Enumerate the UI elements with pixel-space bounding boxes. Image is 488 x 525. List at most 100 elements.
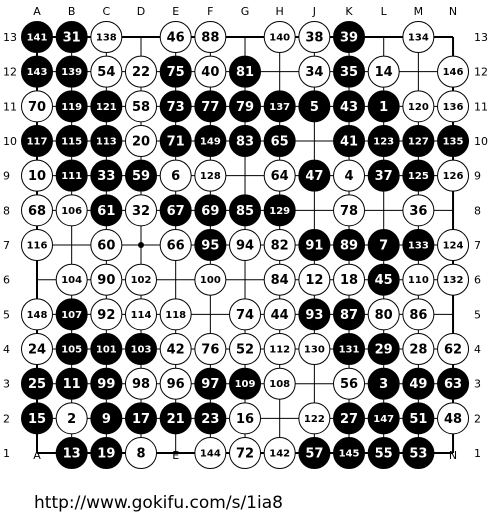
move-number: 63 (444, 377, 462, 392)
white-stone (125, 90, 158, 123)
column-label: K (345, 5, 353, 18)
white-stone (437, 333, 470, 366)
black-stone (333, 402, 366, 435)
move-number: 24 (28, 343, 46, 358)
black-stone (229, 194, 262, 227)
row-label: 1 (474, 447, 481, 460)
footer-url[interactable]: http://www.gokifu.com/s/1ia8 (34, 493, 283, 513)
row-label: 7 (3, 239, 10, 252)
column-label: E (172, 5, 179, 18)
black-stone (298, 298, 331, 331)
black-stone (402, 125, 435, 158)
move-number: 131 (339, 345, 360, 356)
move-number: 31 (63, 31, 81, 46)
black-stone (55, 437, 88, 470)
move-number: 57 (305, 447, 323, 462)
column-label: J (312, 5, 316, 18)
move-number: 70 (28, 100, 46, 115)
black-stone (90, 125, 123, 158)
move-number: 43 (340, 100, 358, 115)
move-number: 51 (409, 412, 427, 427)
black-stone (55, 159, 88, 192)
black-stone (194, 229, 227, 262)
move-number: 146 (443, 67, 464, 78)
white-stone (263, 298, 296, 331)
white-stone (21, 159, 53, 192)
move-number: 25 (28, 377, 46, 392)
row-label: 4 (3, 343, 10, 356)
black-stone (367, 263, 400, 296)
column-label: N (449, 449, 457, 462)
black-stone (402, 367, 435, 400)
black-stone (55, 367, 88, 400)
move-number: 82 (271, 239, 289, 254)
move-number: 139 (61, 67, 82, 78)
black-stone (194, 194, 227, 227)
column-label: N (449, 5, 457, 18)
white-stone (194, 333, 227, 366)
move-number: 122 (304, 414, 325, 425)
white-stone (298, 333, 331, 366)
white-stone (402, 90, 435, 123)
move-number: 133 (408, 241, 429, 252)
move-number: 55 (375, 447, 393, 462)
black-stone (437, 367, 470, 400)
black-stone (263, 125, 296, 158)
white-stone (298, 55, 331, 88)
white-stone (229, 333, 262, 366)
black-stone (333, 90, 366, 123)
move-number: 6 (171, 169, 180, 184)
move-number: 47 (305, 169, 323, 184)
column-label: C (102, 5, 110, 18)
move-number: 112 (269, 345, 290, 356)
move-number: 9 (102, 412, 111, 427)
move-number: 2 (67, 412, 76, 427)
move-number: 114 (131, 310, 152, 321)
move-number: 118 (165, 310, 186, 321)
row-label: 6 (3, 274, 10, 287)
move-number: 65 (271, 135, 289, 150)
move-number: 10 (28, 169, 46, 184)
black-stone (367, 90, 400, 123)
row-label: 5 (474, 308, 481, 321)
move-number: 137 (269, 102, 290, 113)
white-stone (194, 21, 227, 53)
white-stone (21, 194, 53, 227)
move-number: 100 (200, 275, 221, 286)
white-stone (333, 367, 366, 400)
black-stone (90, 90, 123, 123)
black-stone (90, 333, 123, 366)
move-number: 71 (167, 135, 185, 150)
row-label: 3 (474, 378, 481, 391)
white-stone (55, 263, 88, 296)
move-number: 97 (201, 377, 219, 392)
column-label: L (381, 5, 388, 18)
column-label: E (172, 449, 179, 462)
move-number: 144 (200, 449, 221, 460)
move-number: 109 (235, 379, 256, 390)
move-number: 111 (61, 171, 82, 182)
white-stone (90, 229, 123, 262)
column-label: A (33, 449, 41, 462)
white-stone (21, 298, 53, 331)
move-number: 14 (375, 65, 393, 80)
move-number: 85 (236, 204, 254, 219)
black-stone (21, 402, 53, 435)
move-number: 135 (443, 137, 464, 148)
black-stone (159, 194, 192, 227)
black-stone (55, 55, 88, 88)
white-stone (159, 298, 192, 331)
white-stone (367, 55, 400, 88)
black-stone (229, 90, 262, 123)
column-label: B (68, 5, 76, 18)
white-stone (159, 21, 192, 53)
white-stone (437, 229, 470, 262)
black-stone (333, 298, 366, 331)
white-stone (55, 194, 88, 227)
move-number: 86 (409, 308, 427, 323)
move-number: 115 (61, 137, 82, 148)
row-label: 4 (474, 343, 481, 356)
white-stone (125, 194, 158, 227)
white-stone (333, 263, 366, 296)
